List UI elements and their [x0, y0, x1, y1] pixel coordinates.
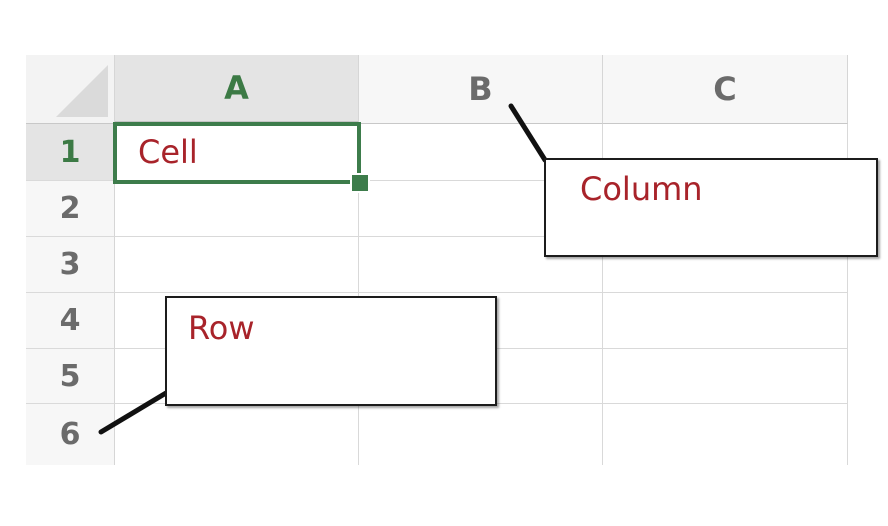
column-callout-label: Column: [580, 170, 703, 208]
row-callout-label: Row: [188, 309, 255, 347]
fill-handle[interactable]: [350, 173, 370, 193]
row-header-3[interactable]: 3: [26, 237, 115, 293]
select-all-corner[interactable]: [26, 55, 115, 124]
column-pointer-line: [508, 103, 548, 163]
cell-c4[interactable]: [603, 293, 848, 349]
column-header-c[interactable]: C: [603, 55, 848, 124]
column-callout-box: [544, 158, 878, 257]
select-all-triangle-icon: [56, 65, 108, 117]
cell-a3[interactable]: [115, 237, 359, 293]
row-callout-box: [165, 296, 497, 406]
row-header-5[interactable]: 5: [26, 349, 115, 404]
row-header-4[interactable]: 4: [26, 293, 115, 349]
cell-a2[interactable]: [115, 181, 359, 237]
cell-c6[interactable]: [603, 404, 848, 465]
active-cell-selection: [113, 122, 361, 184]
cell-b6[interactable]: [359, 404, 603, 465]
row-header-1[interactable]: 1: [26, 124, 115, 181]
cell-a6[interactable]: [115, 404, 359, 465]
cell-label: Cell: [138, 133, 198, 171]
row-pointer-line: [98, 390, 169, 435]
row-header-6[interactable]: 6: [26, 404, 115, 465]
cell-c5[interactable]: [603, 349, 848, 404]
row-header-2[interactable]: 2: [26, 181, 115, 237]
column-header-b[interactable]: B: [359, 55, 603, 124]
